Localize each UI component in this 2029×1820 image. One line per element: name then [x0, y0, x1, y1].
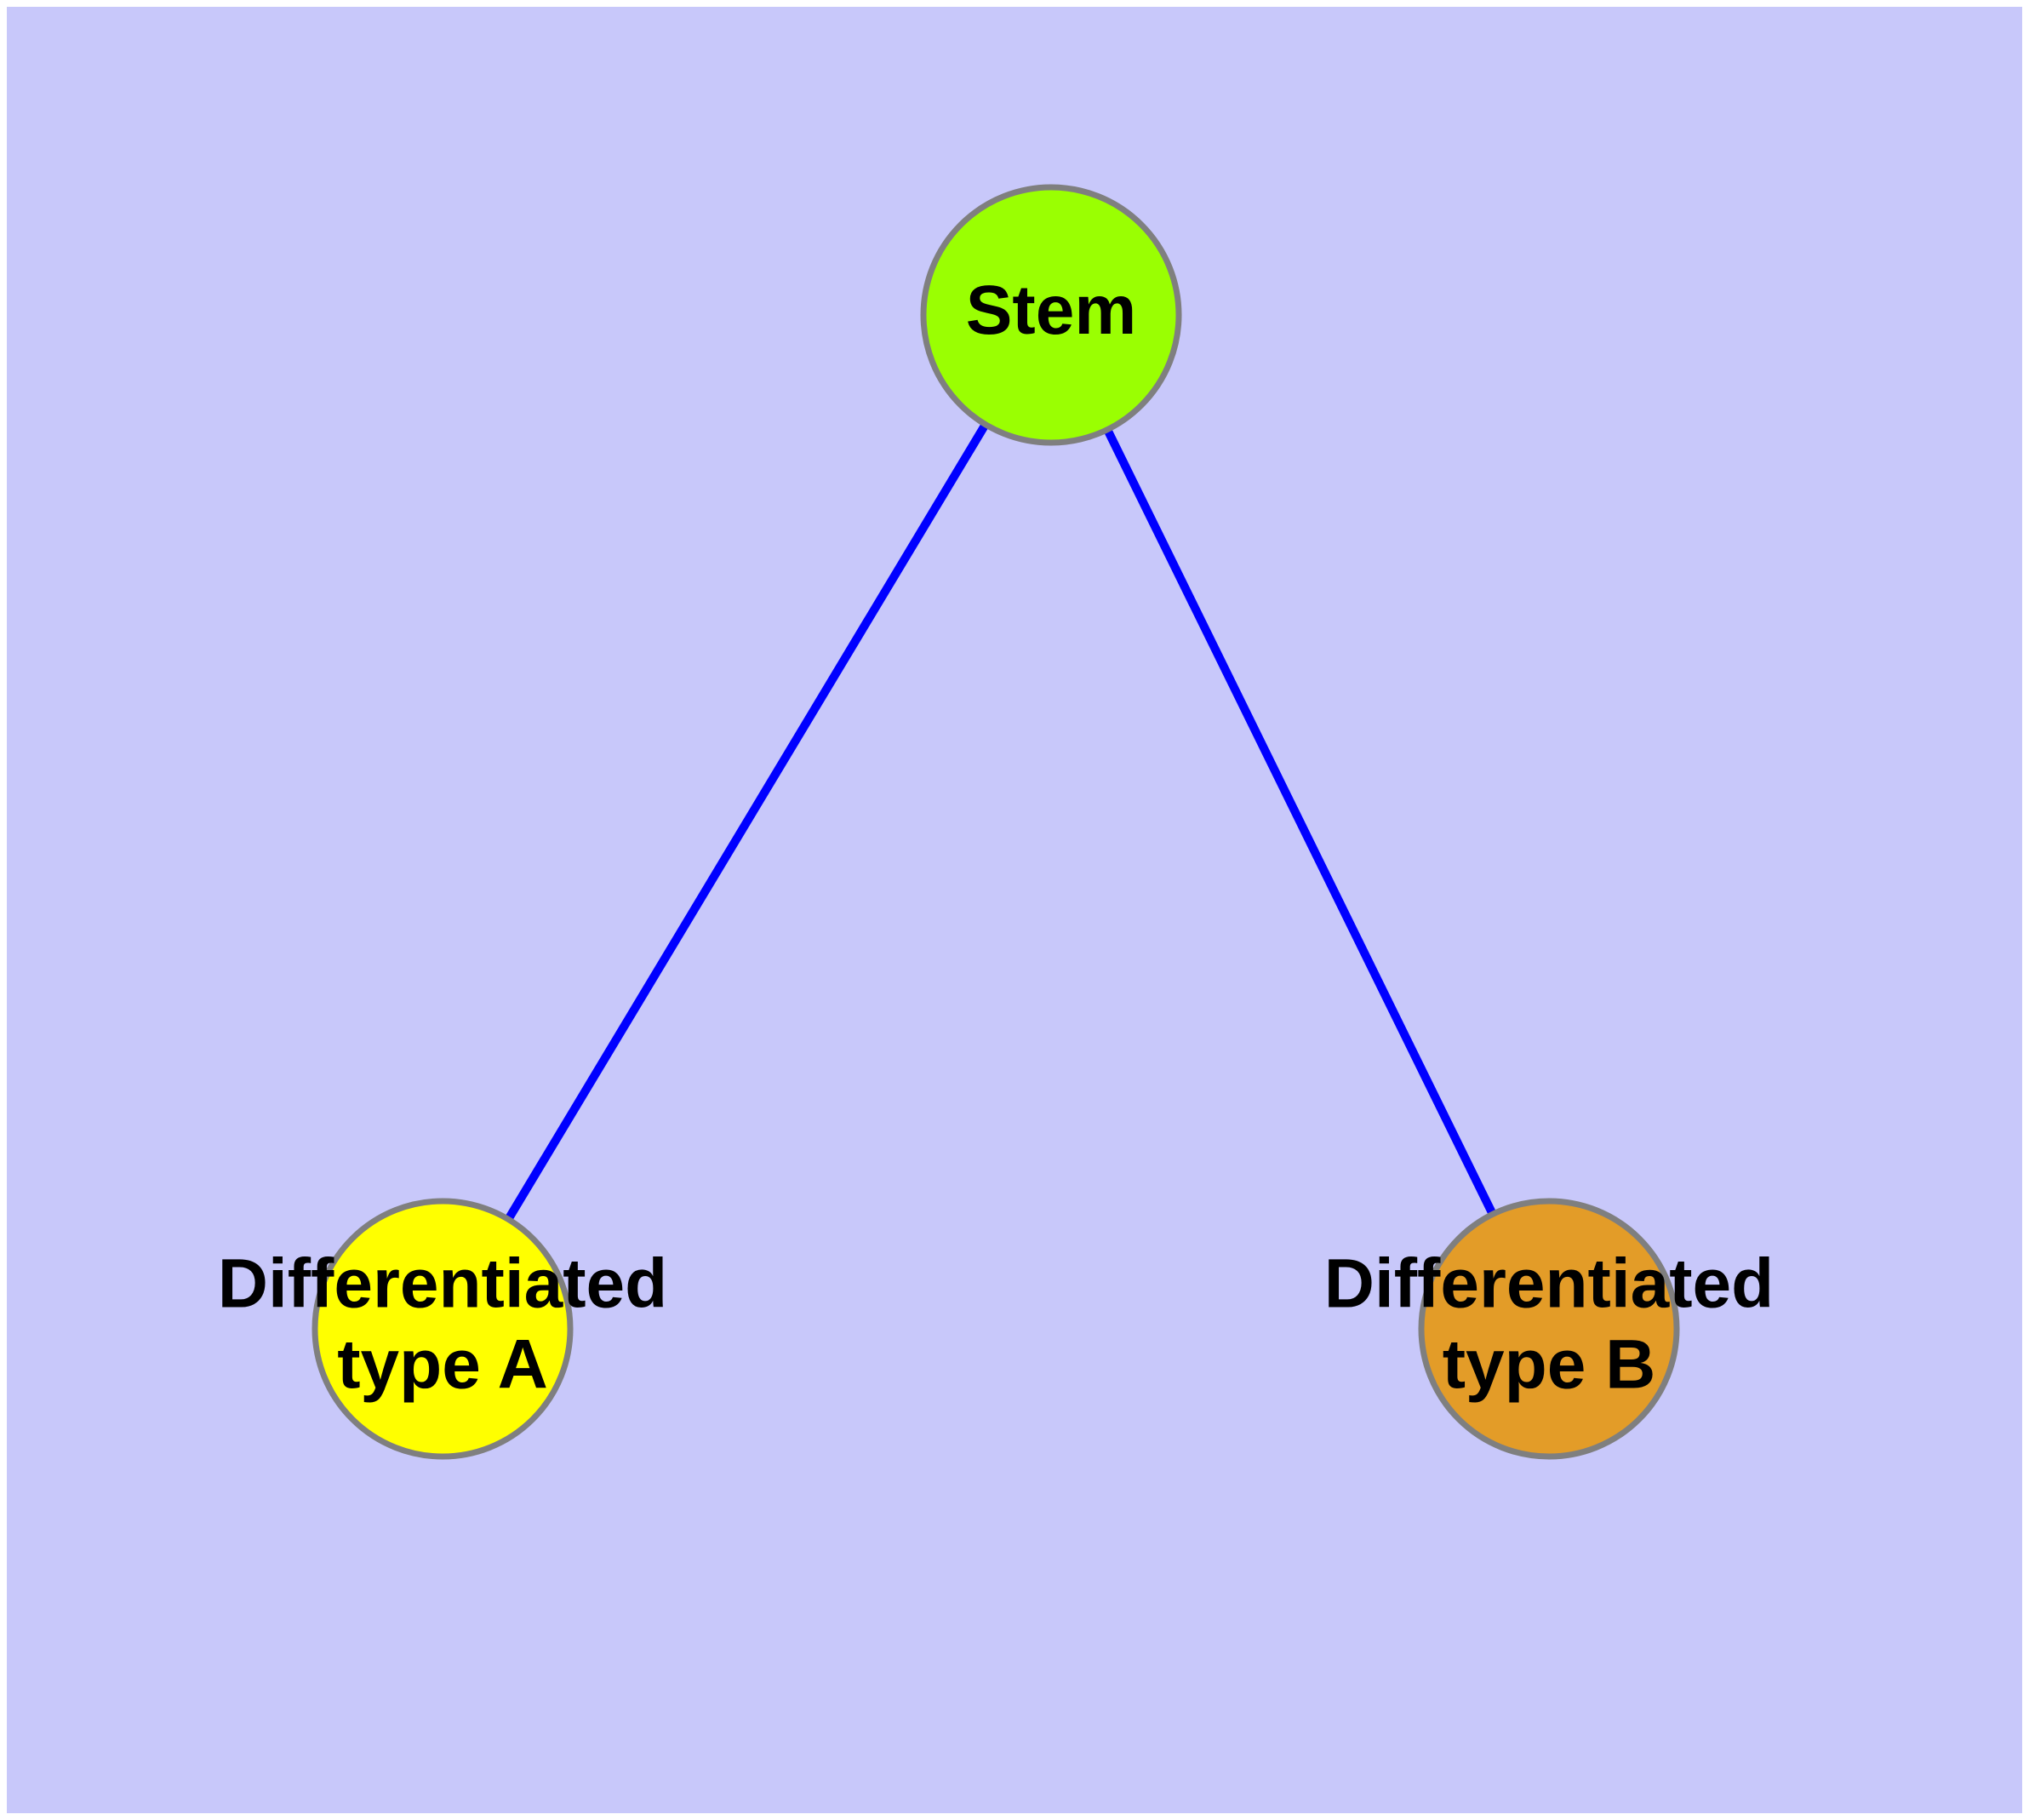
node-label-stem: Stem [966, 272, 1137, 349]
node-label-line: type B [1443, 1325, 1656, 1403]
node-label-line: Differentiated [218, 1245, 668, 1322]
edge-layer [438, 312, 1553, 1331]
node-label-line: Differentiated [1324, 1245, 1775, 1322]
node-label-line: type A [337, 1325, 548, 1403]
node-label-line: Stem [966, 272, 1137, 349]
node-stem[interactable] [920, 184, 1182, 446]
node-layer [311, 184, 1680, 1460]
node-diff-a[interactable] [311, 1198, 574, 1460]
node-diff-b[interactable] [1418, 1198, 1680, 1460]
edge-stem-diff-b[interactable] [1047, 312, 1553, 1331]
edge-stem-diff-a[interactable] [438, 312, 1055, 1331]
